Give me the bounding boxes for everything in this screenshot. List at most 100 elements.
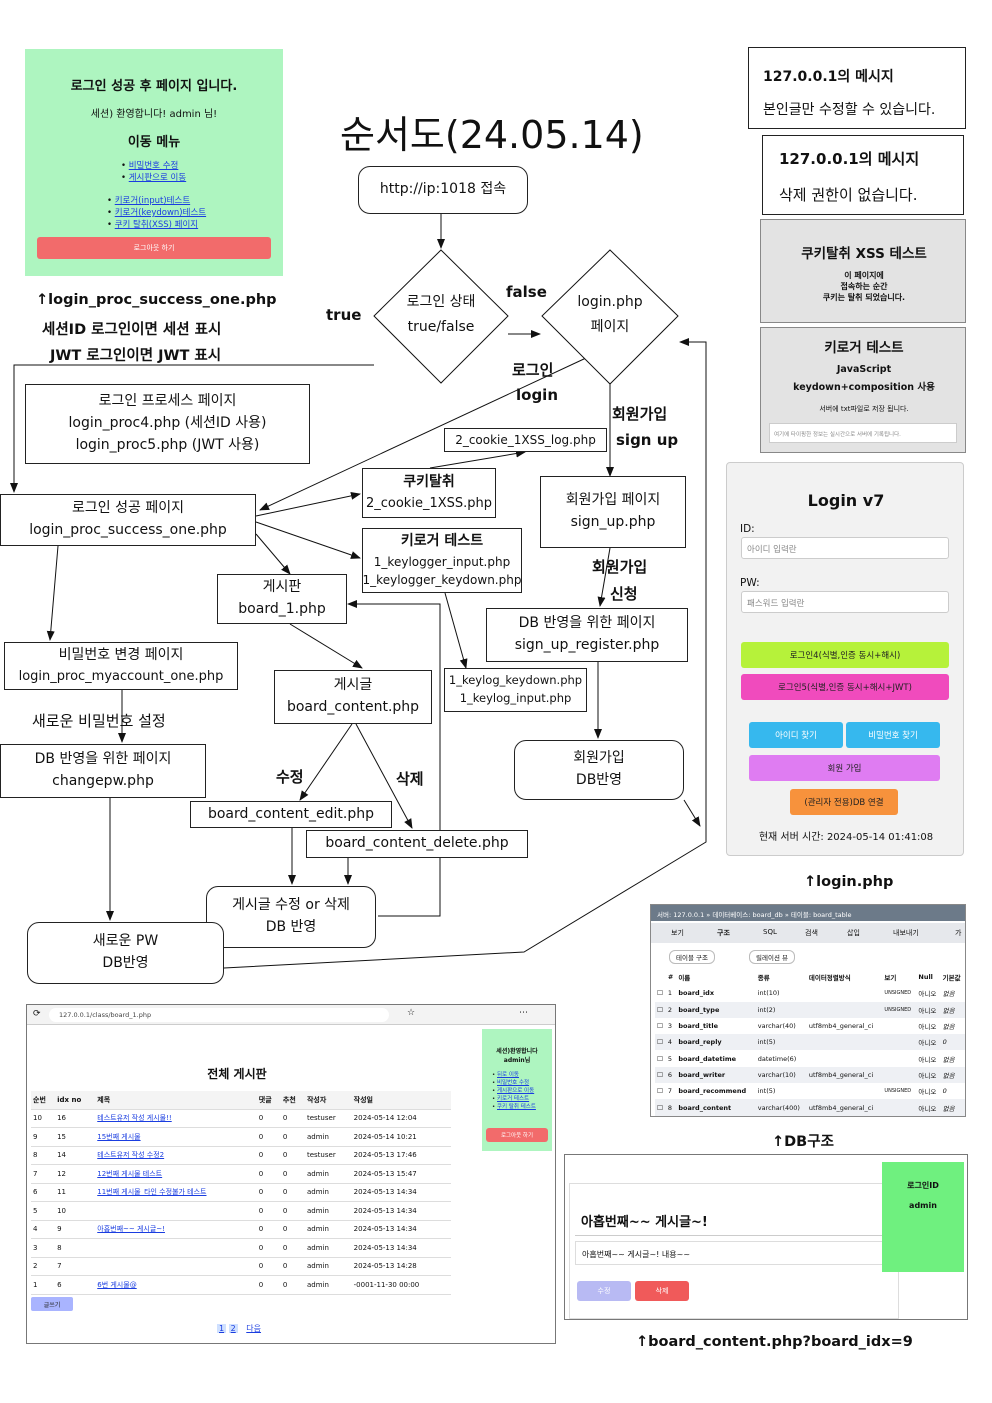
db-breadcrumb-table[interactable]: 테이블: board_table <box>790 911 852 919</box>
link-change-password[interactable]: 비밀번호 수정 <box>128 161 179 171</box>
content-edit-button[interactable]: 수정 <box>577 1281 631 1301</box>
db-tab-structure[interactable]: 구조 <box>717 929 730 937</box>
side-link-board[interactable]: 게시판으로 이동 <box>497 1088 535 1094</box>
board-cell: 2024-05-13 14:28 <box>351 1257 451 1276</box>
xss-title: 쿠키탈취 XSS 테스트 <box>801 246 927 262</box>
db-cell: 아니오 <box>918 1055 937 1064</box>
db-cell <box>807 1050 883 1066</box>
myaccount-text-2: login_proc_myaccount_one.php <box>18 668 224 684</box>
db-cell: 없음 <box>940 1066 965 1084</box>
address-bar[interactable]: 127.0.0.1/class/board_1.php <box>49 1008 389 1022</box>
login5-button[interactable]: 로그인5(식별,인증 동시+해시+JWT) <box>741 674 949 700</box>
edge-label-delete: 삭제 <box>396 770 424 788</box>
db-cell: 아니오 <box>918 1023 937 1032</box>
find-id-button[interactable]: 아이디 찾기 <box>749 722 843 748</box>
db-tab-search[interactable]: 검색 <box>805 929 818 937</box>
admin-db-button[interactable]: (관리자 전용)DB 연결 <box>790 789 898 815</box>
db-row-checkbox[interactable]: ☐ <box>655 1099 666 1116</box>
db-tab-insert[interactable]: 삽입 <box>847 929 860 937</box>
db-tab-sql[interactable]: SQL <box>763 928 777 936</box>
board-cell[interactable]: 테스트유저 작성 수정2 <box>95 1146 257 1165</box>
board-cell: testuser <box>304 1109 352 1128</box>
db-row-checkbox[interactable]: ☐ <box>657 1022 663 1031</box>
board-cell[interactable] <box>95 1257 257 1276</box>
page-1[interactable]: 1 <box>217 1324 227 1333</box>
db-subtab-relation[interactable]: 릴레이션 뷰 <box>749 950 795 964</box>
board-cell[interactable]: 12번째 게시물 테스트 <box>95 1164 257 1184</box>
side-link-password[interactable]: 비밀번호 수정 <box>497 1080 530 1086</box>
board-write-button[interactable]: 글쓰기 <box>31 1297 73 1311</box>
board-side-logout[interactable]: 로그아웃 하기 <box>486 1128 548 1142</box>
board-text-2: board_1.php <box>238 601 326 617</box>
db-row-checkbox[interactable]: ☐ <box>657 1087 663 1096</box>
success-menu-title: 이동 메뉴 <box>127 135 181 150</box>
board-cell[interactable] <box>95 1238 257 1258</box>
board-cell[interactable]: 테스트유저 작성 게시물!! <box>95 1109 257 1128</box>
myaccount-node: 비밀번호 변경 페이지 login_proc_myaccount_one.php <box>4 642 238 690</box>
content-side-panel: 로그인ID admin <box>882 1162 964 1272</box>
keylogger-input[interactable]: 여기에 타이핑한 정보는 실시간으로 서버에 기록됩니다. <box>769 423 957 443</box>
board-cell[interactable]: 11번째 게시물_타인 수정불가 테스트 <box>95 1183 257 1202</box>
db-row-checkbox[interactable]: ☐ <box>655 1034 666 1051</box>
db-cell: board_content <box>676 1099 756 1116</box>
login-pw-label: PW: <box>740 577 760 589</box>
db-cell: board_datetime <box>678 1054 737 1063</box>
link-keylogger-keydown[interactable]: 키로거(keydown)테스트 <box>114 208 207 218</box>
edge-boarddb-board <box>347 600 441 917</box>
db-breadcrumb-db[interactable]: 데이터베이스: board_db <box>712 911 783 919</box>
db-row-checkbox[interactable]: ☐ <box>657 989 663 998</box>
find-pw-button[interactable]: 비밀번호 찾기 <box>846 722 940 748</box>
db-col-default: 기본값 <box>942 974 961 983</box>
side-link-cookie[interactable]: 쿠키 탈취 테스트 <box>497 1104 536 1110</box>
db-tab-browse[interactable]: 보기 <box>671 929 684 937</box>
content-delete-button[interactable]: 삭제 <box>635 1281 689 1301</box>
db-breadcrumb-server[interactable]: 서버: 127.0.0.1 <box>657 911 705 919</box>
page-next[interactable]: 다음 <box>246 1324 262 1333</box>
menu-icon[interactable]: ⋯ <box>519 1008 528 1018</box>
keylogger-input-placeholder: 여기에 타이핑한 정보는 실시간으로 서버에 기록됩니다. <box>774 432 901 438</box>
board-cell: 7 <box>31 1164 56 1184</box>
board-cell[interactable] <box>95 1201 257 1221</box>
page-2[interactable]: 2 <box>228 1324 238 1333</box>
board-cell: 8 <box>31 1146 56 1165</box>
login-id-input[interactable]: 아이디 입력란 <box>741 537 949 559</box>
board-side-welcome-1: 세션)환영합니다 <box>496 1048 538 1055</box>
db-row-checkbox[interactable]: ☐ <box>655 1066 666 1084</box>
reload-icon[interactable]: ⟳ <box>33 1009 41 1019</box>
db-tab-more[interactable]: 가 <box>955 929 962 937</box>
board-cell: 2024-05-14 12:04 <box>351 1109 451 1128</box>
signup-button[interactable]: 회원 가입 <box>749 755 940 781</box>
db-cell: int(2) <box>755 1001 807 1018</box>
db-cell: UNSIGNED <box>884 1088 912 1095</box>
link-go-board[interactable]: 게시판으로 이동 <box>128 173 187 183</box>
db-row-checkbox[interactable]: ☐ <box>655 1001 666 1018</box>
board-cell[interactable]: 15번째 게시물 <box>95 1127 257 1147</box>
link-cookie-xss[interactable]: 쿠키 탈취(XSS) 페이지 <box>114 220 199 230</box>
db-cell: board_writer <box>676 1066 756 1084</box>
login-pw-input[interactable]: 패스워드 입력란 <box>741 591 949 613</box>
db-tab-export[interactable]: 내보내기 <box>893 929 919 937</box>
login4-button[interactable]: 로그인4(식별,인증 동시+해시) <box>741 642 949 668</box>
content-title: 아홉번째~~ 게시글~! <box>581 1215 708 1230</box>
side-link-keylogger[interactable]: 키로거 테스트 <box>497 1096 530 1102</box>
board-cell: admin <box>304 1238 352 1258</box>
side-link-back[interactable]: 뒤로 이동 <box>497 1072 519 1078</box>
db-subtab-structure[interactable]: 테이블 구조 <box>669 950 715 964</box>
board-cell: 0 <box>256 1238 281 1258</box>
board-cell[interactable]: 6번 게시물@ <box>95 1275 257 1295</box>
board-cell[interactable]: 아홉번째~~ 게시글~! <box>95 1220 257 1239</box>
board-cell: 0 <box>256 1220 281 1239</box>
db-row-checkbox[interactable]: ☐ <box>657 1054 663 1063</box>
success-logout-button[interactable]: 로그아웃 하기 <box>37 237 271 259</box>
star-icon[interactable]: ☆ <box>407 1008 416 1018</box>
link-keylogger-input[interactable]: 키로거(input)테스트 <box>114 196 191 206</box>
